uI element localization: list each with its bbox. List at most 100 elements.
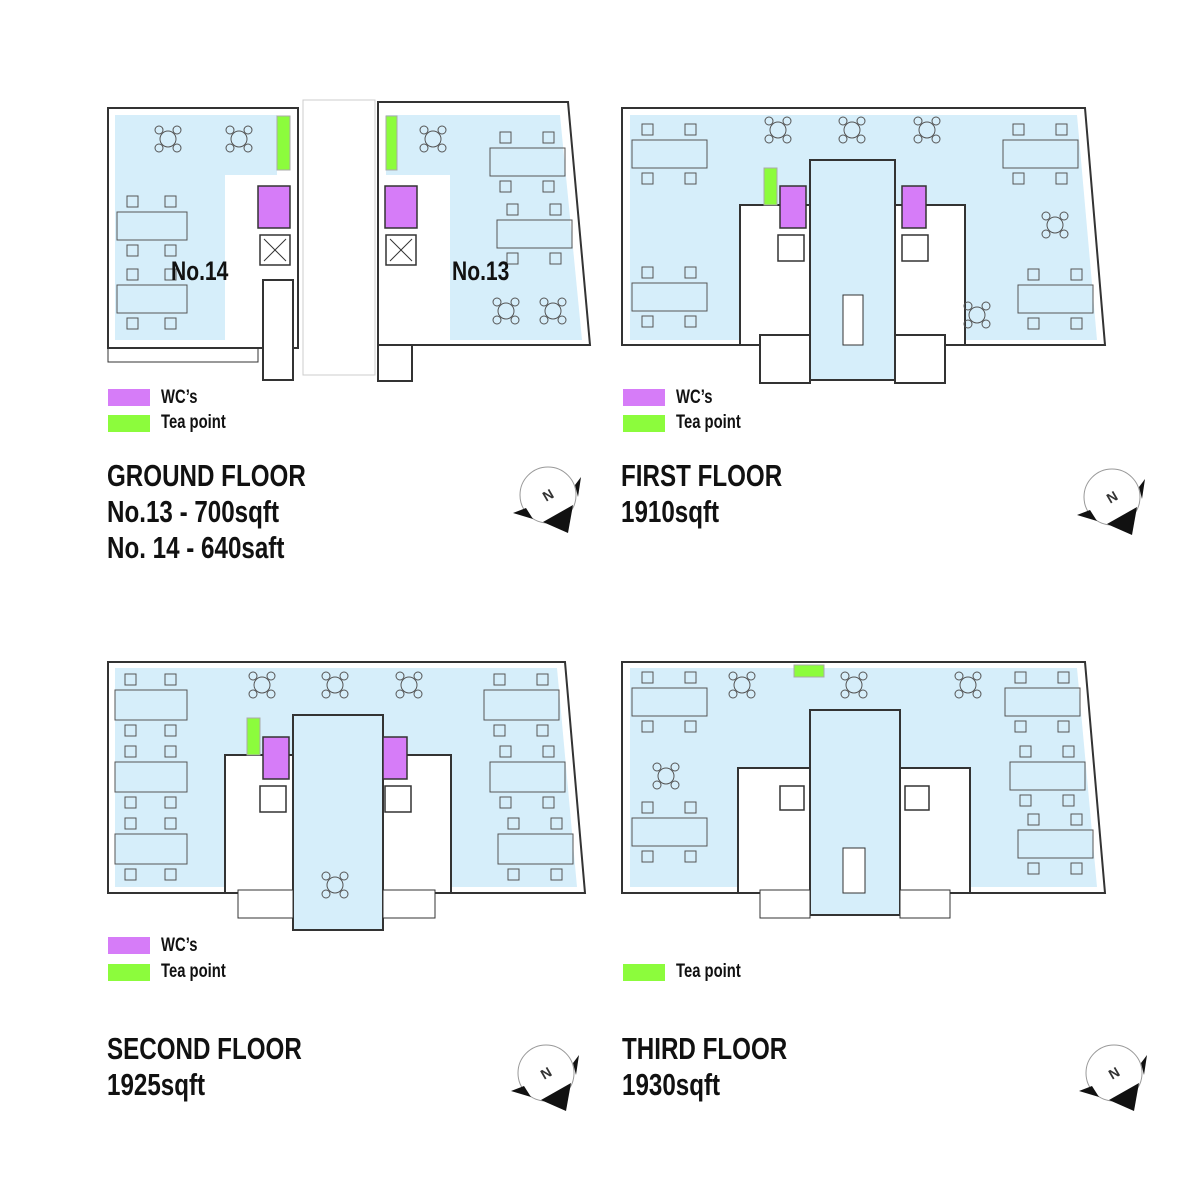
table-top [843,121,861,139]
chair [321,689,331,699]
chair [225,125,235,135]
chair [539,315,549,325]
wc [262,736,290,780]
compass-pointer [1077,510,1097,521]
desk [116,211,188,241]
legend-label-wc: WC’s [161,935,198,956]
round-table [321,671,349,699]
ground-floor-plan [107,99,592,382]
north-arrow-icon: N [513,466,581,533]
chair [507,868,520,881]
chair [963,319,973,329]
desk [1017,284,1094,314]
chair [1059,229,1069,239]
chair [124,673,137,686]
chair [164,817,177,830]
chair [492,297,502,307]
chair [164,745,177,758]
unit-label-no13: No.13 [452,256,510,286]
chair [838,134,848,144]
legend-swatch-tea [623,964,665,981]
legend-label-tea: Tea point [676,961,741,982]
floor-area-third: 1930sqft [622,1067,721,1102]
chair [266,671,276,681]
table-top [400,676,418,694]
chair [856,134,866,144]
chair [684,801,697,814]
round-table [963,301,991,329]
round-table [225,125,253,153]
tea-point [793,664,825,678]
chair [510,315,520,325]
round-table [954,671,982,699]
chair [1014,720,1027,733]
legend-label-tea: Tea point [161,412,226,433]
compass-pointer [573,1055,579,1075]
chair [126,268,139,281]
chair [542,796,555,809]
chair [437,143,447,153]
table-top [253,676,271,694]
table-top [769,121,787,139]
floor-title-ground: GROUND FLOOR [107,458,306,493]
compass-pointer [1107,507,1137,535]
compass-pointer [1139,479,1145,499]
legend-swatch-wc [108,937,150,954]
legend-label-wc: WC’s [161,387,198,408]
chair [172,143,182,153]
chair [684,172,697,185]
chair [931,116,941,126]
chair [1027,862,1040,875]
legend-swatch-tea [108,415,150,432]
chair [124,868,137,881]
third-floor-plan [621,661,1107,919]
chair [840,671,850,681]
chair [499,180,512,193]
wc [779,185,807,229]
chair [164,317,177,330]
round-table [652,762,680,790]
round-table [154,125,182,153]
chair [858,689,868,699]
chair [1062,794,1075,807]
chair [419,125,429,135]
chair [641,315,654,328]
legend-swatch-tea [108,964,150,981]
chair [126,317,139,330]
chair [164,244,177,257]
first-floor-plan [621,107,1107,384]
table-top [657,767,675,785]
chair [684,720,697,733]
legend-label-tea: Tea point [676,412,741,433]
chair [339,889,349,899]
floor-area-second: 1925sqft [107,1067,206,1102]
desk [116,284,188,314]
chair [652,762,662,772]
round-table [764,116,792,144]
chair [266,689,276,699]
chair [557,315,567,325]
chair [670,762,680,772]
chair [550,817,563,830]
chair [641,266,654,279]
table-top [326,676,344,694]
chair [126,244,139,257]
chair [339,871,349,881]
floor-area-no14: No. 14 - 640saft [107,530,285,565]
chair [1057,671,1070,684]
chair [684,315,697,328]
chair [728,671,738,681]
chair [499,745,512,758]
chair [1012,123,1025,136]
table-top [497,302,515,320]
desk [631,282,708,312]
chair [536,673,549,686]
chair [124,724,137,737]
chair [339,671,349,681]
floor-title-third: THIRD FLOOR [622,1031,788,1066]
chair [641,720,654,733]
chair [1041,229,1051,239]
compass-pointer [541,1083,571,1111]
chair [164,796,177,809]
chair [542,131,555,144]
